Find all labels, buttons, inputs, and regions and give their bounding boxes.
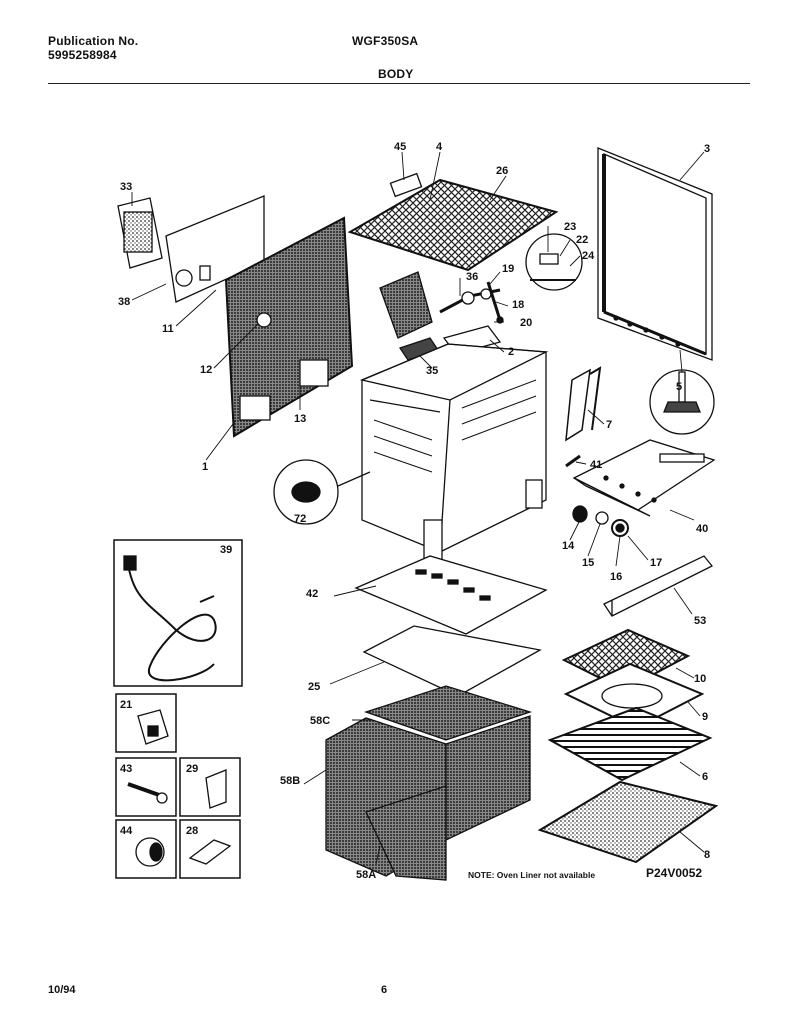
callout-18: 18 [512,299,524,311]
drawer-pan [537,780,719,864]
callout-20: 20 [520,317,532,329]
callout-40: 40 [696,523,708,535]
callout-36: 36 [466,271,478,283]
footer-date: 10/94 [48,984,76,996]
callout-labels: 45 4 26 3 33 38 11 12 13 1 23 22 24 19 3… [118,141,710,881]
valve-detail [525,233,583,291]
header-divider [48,83,750,84]
callout-12: 12 [200,364,212,376]
oven-liner [325,685,533,881]
leveling-leg [649,369,715,435]
callout-13: 13 [294,413,306,425]
callout-45: 45 [394,141,406,153]
callout-5: 5 [676,381,682,393]
callout-58c: 58C [310,715,330,727]
callout-10: 10 [694,673,706,685]
callout-15: 15 [582,557,594,569]
callout-7: 7 [606,419,612,431]
callout-44: 44 [120,825,133,837]
callout-26: 26 [496,165,508,177]
leader-lines [131,151,705,865]
inset-clip-29 [179,757,241,817]
callout-24: 24 [582,250,595,262]
callout-3: 3 [704,143,710,155]
burner-cap [273,459,371,525]
callout-25: 25 [308,681,320,693]
callout-42: 42 [306,588,318,600]
callout-14: 14 [562,540,575,552]
callout-53: 53 [694,615,706,627]
oven-body-cabinet [359,343,549,563]
callout-35: 35 [426,365,438,377]
oven-bottom [354,555,548,635]
inset-screw-43 [115,757,177,817]
broiler-baffle [362,625,542,697]
drawing-code: P24V0052 [646,866,703,880]
callout-17: 17 [650,557,662,569]
callout-21: 21 [120,699,132,711]
rear-wall-panel [224,216,354,438]
power-cord-inset [113,539,243,687]
inset-clip-28 [179,819,241,879]
callout-11: 11 [162,323,174,335]
callout-6: 6 [702,771,708,783]
callout-8: 8 [704,849,710,861]
toe-kick [603,555,714,617]
callout-33: 33 [120,181,132,193]
publication-number: 5995258984 [48,48,117,62]
rear-bracket [117,197,163,269]
callout-58b: 58B [280,775,300,787]
gas-manifold [379,271,504,339]
callout-72: 72 [294,513,306,525]
page-number: 6 [381,984,388,996]
callout-38: 38 [118,296,130,308]
publication-label: Publication No. [48,34,139,48]
callout-2: 2 [508,346,514,358]
callout-28: 28 [186,825,198,837]
callout-16: 16 [610,571,622,583]
callout-19: 19 [502,263,514,275]
callout-58a: 58A [356,869,376,881]
section-title: BODY [378,67,414,81]
igniter-assembly [565,366,602,468]
broil-burner-bracket [572,439,716,517]
oven-liner-note: NOTE: Oven Liner not available [468,870,596,880]
callout-43: 43 [120,763,132,775]
control-knobs [572,505,629,537]
callout-22: 22 [576,234,588,246]
side-panel [597,147,713,361]
burner-box [347,172,559,272]
callout-41: 41 [590,459,602,471]
inset-part-21 [115,693,177,753]
callout-9: 9 [702,711,708,723]
callout-4: 4 [436,141,443,153]
callout-1: 1 [202,461,208,473]
callout-29: 29 [186,763,198,775]
model-number: WGF350SA [352,34,419,48]
callout-39: 39 [220,544,232,556]
back-panel [165,195,265,303]
callout-23: 23 [564,221,576,233]
inset-grommet-44 [115,819,177,879]
oven-rack [547,706,713,782]
